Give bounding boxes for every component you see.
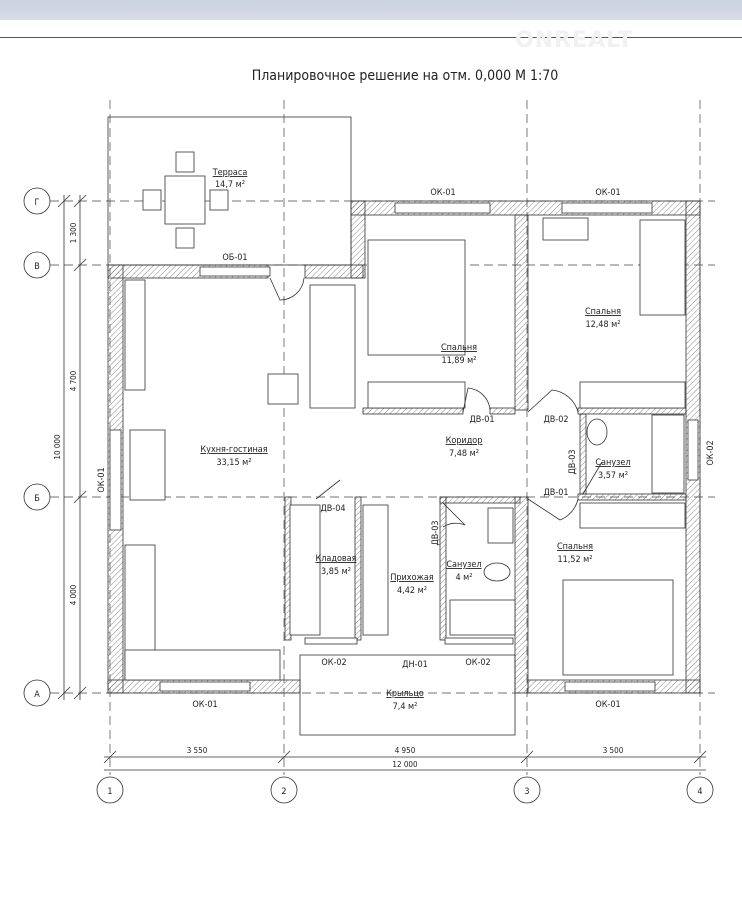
room-name: Кухня-гостиная — [200, 445, 267, 455]
opening-marks: ОК-01 ОК-01 ОБ-01 ОК-01 ОК-02 ДВ-01 ДВ-0… — [97, 188, 716, 710]
axis-label: 4 — [697, 787, 702, 797]
top-bar — [0, 0, 742, 20]
room-name: Кладовая — [315, 554, 356, 564]
door-mark: ДН-01 — [402, 660, 428, 670]
room-name: Санузел — [595, 458, 630, 468]
dim-label: 1 300 — [69, 222, 78, 243]
dim-label: 3 550 — [187, 746, 208, 755]
room-area: 33,15 м² — [216, 458, 251, 468]
dim-label: 4 700 — [69, 370, 78, 391]
door-mark: ДВ-03 — [431, 520, 441, 545]
window-mark: ОК-02 — [706, 440, 716, 465]
room-area: 7,48 м² — [449, 449, 479, 459]
window-mark: ОК-01 — [97, 467, 107, 492]
room-area: 3,57 м² — [598, 471, 628, 481]
window-mark: ОК-02 — [465, 658, 490, 668]
room-name: Терраса — [212, 168, 248, 178]
room-area: 4,42 м² — [397, 586, 427, 596]
porch-outline — [299, 654, 516, 736]
dim-label: 3 500 — [603, 746, 624, 755]
watermark-logo: ONREALT — [515, 28, 634, 53]
room-name: Санузел — [446, 560, 481, 570]
door-mark: ДВ-01 — [543, 488, 568, 498]
room-name: Коридор — [446, 436, 483, 446]
window-mark: ОК-01 — [430, 188, 455, 198]
window-mark: ОК-01 — [595, 188, 620, 198]
axis-label: В — [34, 262, 40, 272]
terrace-table-icon — [142, 151, 229, 249]
door-mark: ДВ-02 — [543, 415, 568, 425]
axis-label: 1 — [107, 787, 112, 797]
door-swings — [269, 277, 603, 528]
dimension-lines: 1 300 4 700 4 000 10 000 3 550 4 950 3 5… — [53, 194, 707, 771]
room-name: Спальня — [441, 343, 477, 353]
axis-bubbles: Г В Б А 1 2 3 4 — [23, 187, 714, 804]
room-name: Спальня — [557, 542, 593, 552]
room-labels: Терраса 14,7 м² Спальня 11,89 м² Спальня… — [200, 168, 630, 712]
dim-total-label: 10 000 — [53, 434, 62, 460]
room-area: 11,52 м² — [557, 555, 592, 565]
room-area: 3,85 м² — [321, 567, 351, 577]
window-mark: ОК-02 — [321, 658, 346, 668]
room-area: 11,89 м² — [441, 356, 476, 366]
axis-label: Г — [35, 198, 40, 208]
windows — [109, 202, 699, 692]
door-mark: ДВ-04 — [320, 504, 345, 514]
furniture — [124, 217, 686, 681]
room-name: Крыльцо — [386, 689, 424, 699]
room-name: Спальня — [585, 307, 621, 317]
axis-label: А — [34, 690, 40, 700]
dim-label: 4 950 — [395, 746, 416, 755]
room-area: 12,48 м² — [585, 320, 620, 330]
window-mark: ОК-01 — [192, 700, 217, 710]
plan-title: Планировочное решение на отм. 0,000 М 1:… — [252, 68, 559, 84]
axis-label: 2 — [281, 787, 286, 797]
dim-label: 4 000 — [69, 584, 78, 605]
axis-label: 3 — [524, 787, 529, 797]
room-area: 4 м² — [455, 573, 472, 583]
room-area: 7,4 м² — [393, 702, 418, 712]
window-mark: ОК-01 — [595, 700, 620, 710]
room-name: Прихожая — [390, 573, 433, 583]
window-mark: ОБ-01 — [222, 253, 247, 263]
divider — [0, 37, 742, 38]
dim-total-label: 12 000 — [392, 760, 418, 769]
door-mark: ДВ-03 — [568, 449, 578, 474]
door-mark: ДВ-01 — [469, 415, 494, 425]
axis-label: Б — [34, 494, 40, 504]
room-area: 14,7 м² — [215, 180, 245, 190]
